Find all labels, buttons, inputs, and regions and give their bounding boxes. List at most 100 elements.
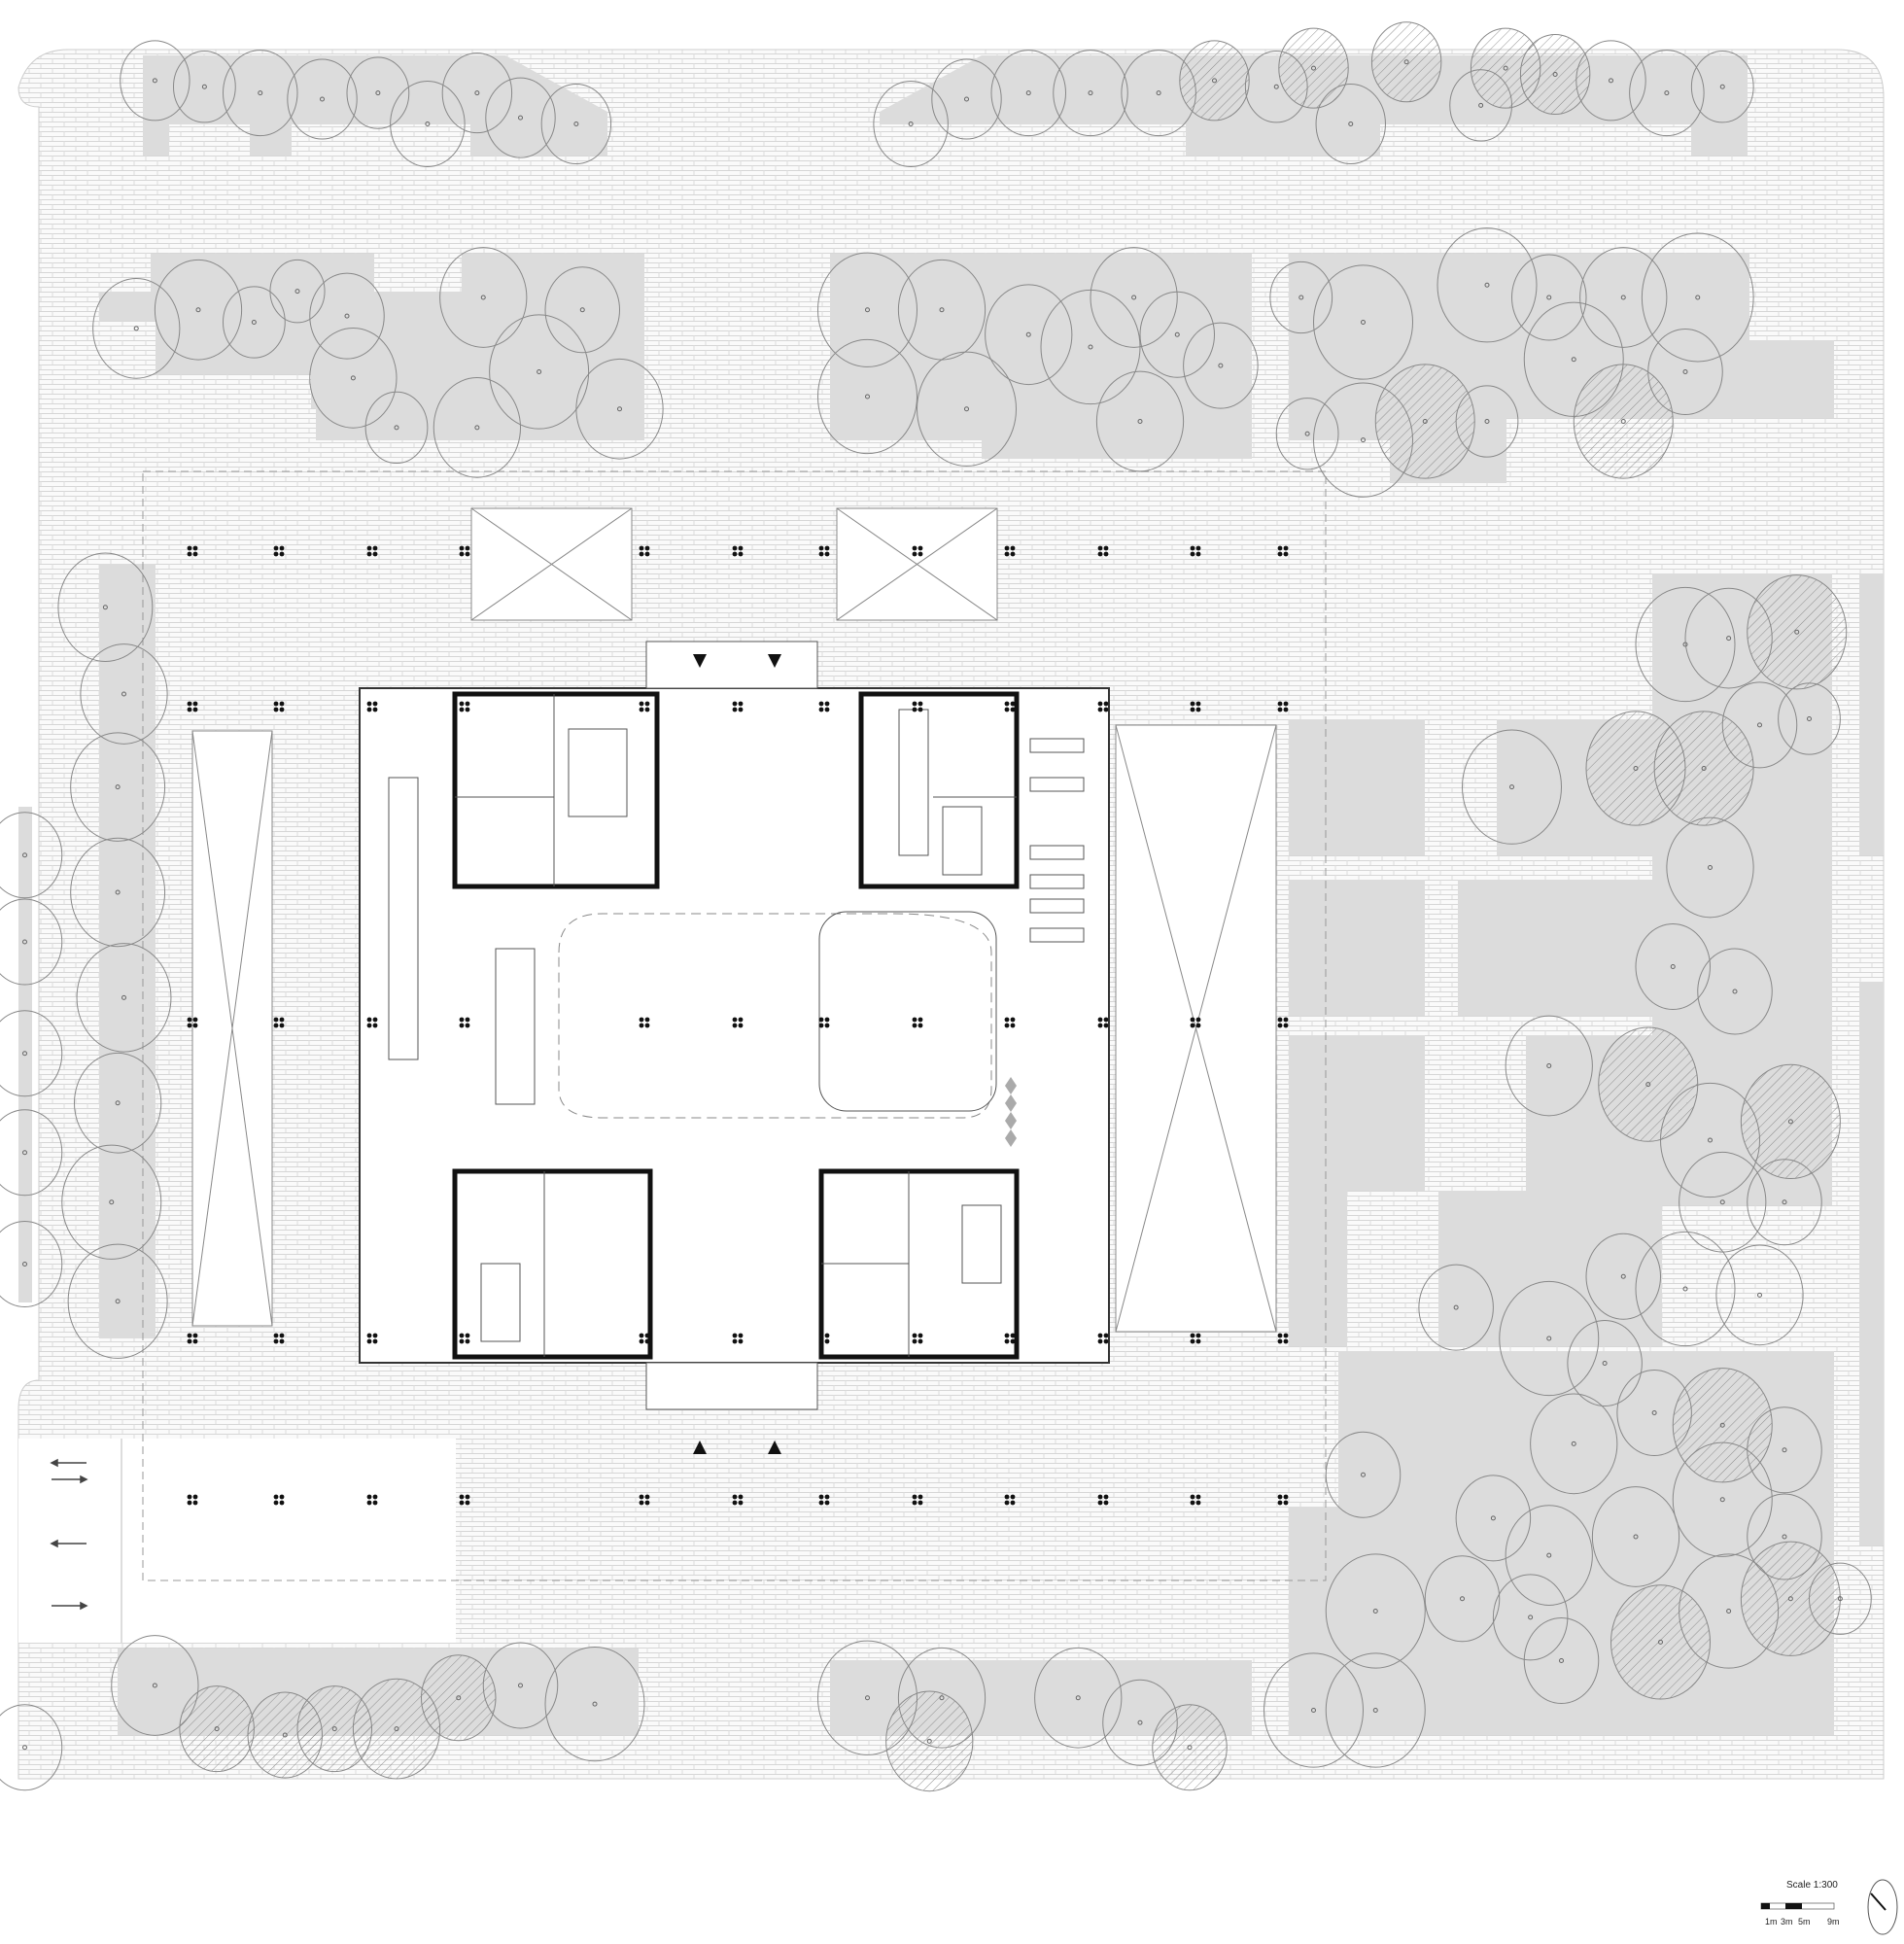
tree bbox=[1313, 264, 1413, 380]
tree-hatched bbox=[1278, 27, 1349, 109]
tree bbox=[67, 1243, 168, 1359]
tree bbox=[1418, 1264, 1494, 1351]
tree bbox=[1635, 923, 1711, 1010]
entrance-arrow-icon bbox=[768, 1441, 781, 1454]
tree bbox=[1505, 1015, 1593, 1117]
tree bbox=[1567, 1320, 1643, 1406]
tree bbox=[1325, 1431, 1402, 1518]
tree bbox=[575, 358, 664, 460]
tree bbox=[1697, 948, 1773, 1035]
tree bbox=[931, 58, 1002, 140]
tree bbox=[74, 1052, 162, 1154]
column-cluster bbox=[818, 545, 830, 557]
tree bbox=[1437, 227, 1538, 343]
trees bbox=[0, 21, 1872, 1792]
column-cluster bbox=[1190, 545, 1201, 557]
column-cluster bbox=[366, 545, 378, 557]
column-cluster bbox=[732, 1017, 744, 1028]
column-cluster bbox=[639, 1494, 650, 1506]
tree bbox=[1809, 1562, 1872, 1635]
core-nw bbox=[452, 691, 660, 889]
tree bbox=[223, 286, 286, 359]
column-cluster bbox=[818, 701, 830, 712]
tree bbox=[76, 943, 172, 1053]
column-cluster bbox=[818, 1494, 830, 1506]
traffic-arrow-icon bbox=[52, 1601, 88, 1611]
tree-hatched bbox=[1653, 711, 1754, 826]
column-cluster bbox=[273, 1017, 285, 1028]
tree bbox=[1629, 50, 1705, 137]
tree bbox=[1747, 1159, 1822, 1246]
column-cluster bbox=[912, 1017, 923, 1028]
tree bbox=[817, 252, 917, 367]
column-cluster bbox=[1097, 1494, 1109, 1506]
tree bbox=[985, 284, 1073, 386]
tree bbox=[1591, 1486, 1680, 1587]
column-cluster bbox=[732, 545, 744, 557]
tree bbox=[309, 272, 385, 360]
tree bbox=[1679, 1151, 1767, 1253]
tree bbox=[1139, 291, 1215, 378]
column-cluster bbox=[187, 701, 198, 712]
core-ne bbox=[858, 691, 1020, 889]
traffic-arrow-icon bbox=[50, 1458, 87, 1468]
tree bbox=[70, 732, 166, 842]
column-cluster bbox=[818, 1333, 830, 1344]
tree bbox=[433, 377, 521, 478]
scale-tick: 5m bbox=[1798, 1917, 1811, 1927]
tree bbox=[1672, 1441, 1773, 1557]
canopy-outline bbox=[142, 470, 1327, 1581]
column-cluster bbox=[1004, 1494, 1016, 1506]
column-cluster bbox=[639, 1333, 650, 1344]
tree bbox=[61, 1144, 162, 1260]
tree bbox=[1034, 1647, 1123, 1749]
tree-hatched bbox=[1598, 1026, 1699, 1142]
tree bbox=[0, 1704, 63, 1791]
tree bbox=[0, 812, 63, 899]
tree bbox=[1183, 322, 1259, 409]
columns bbox=[187, 545, 1289, 1506]
tree bbox=[173, 51, 236, 123]
column-cluster bbox=[1190, 1494, 1201, 1506]
column-cluster bbox=[1277, 545, 1289, 557]
road bbox=[18, 1439, 456, 1643]
tree-hatched bbox=[1152, 1704, 1228, 1791]
tree bbox=[544, 1646, 645, 1762]
tree bbox=[1325, 1553, 1426, 1669]
tree bbox=[1585, 1232, 1661, 1320]
tree bbox=[1325, 1652, 1426, 1768]
tree bbox=[1641, 232, 1754, 363]
column-cluster bbox=[1190, 701, 1201, 712]
column-cluster bbox=[459, 545, 470, 557]
scale-label: Scale 1:300 bbox=[1786, 1880, 1838, 1891]
tree bbox=[0, 1010, 63, 1097]
tree bbox=[1269, 260, 1333, 334]
column-cluster bbox=[1097, 1017, 1109, 1028]
tree-hatched bbox=[1370, 21, 1442, 103]
tree bbox=[1715, 1244, 1804, 1346]
tree bbox=[1095, 370, 1185, 472]
tree bbox=[1455, 1475, 1532, 1562]
column-cluster bbox=[366, 1017, 378, 1028]
column-cluster bbox=[1277, 1333, 1289, 1344]
column-cluster bbox=[1277, 701, 1289, 712]
tree-hatched bbox=[1672, 1368, 1773, 1483]
tree bbox=[1499, 1280, 1600, 1397]
tree-hatched bbox=[1610, 1584, 1711, 1700]
column-cluster bbox=[818, 1017, 830, 1028]
skylights bbox=[191, 507, 1277, 1333]
tree-hatched bbox=[885, 1690, 974, 1792]
scale-tick: 3m bbox=[1781, 1917, 1793, 1927]
column-cluster bbox=[187, 1333, 198, 1344]
tree bbox=[1264, 1652, 1364, 1768]
tree bbox=[1505, 1505, 1593, 1606]
tree bbox=[873, 81, 949, 167]
traffic-arrow-icon bbox=[50, 1539, 87, 1548]
tree-hatched bbox=[1573, 364, 1674, 479]
tree bbox=[1424, 1555, 1501, 1643]
entrance-arrow-icon bbox=[693, 1441, 707, 1454]
column-cluster bbox=[1004, 701, 1016, 712]
column-cluster bbox=[366, 701, 378, 712]
column-cluster bbox=[459, 701, 470, 712]
